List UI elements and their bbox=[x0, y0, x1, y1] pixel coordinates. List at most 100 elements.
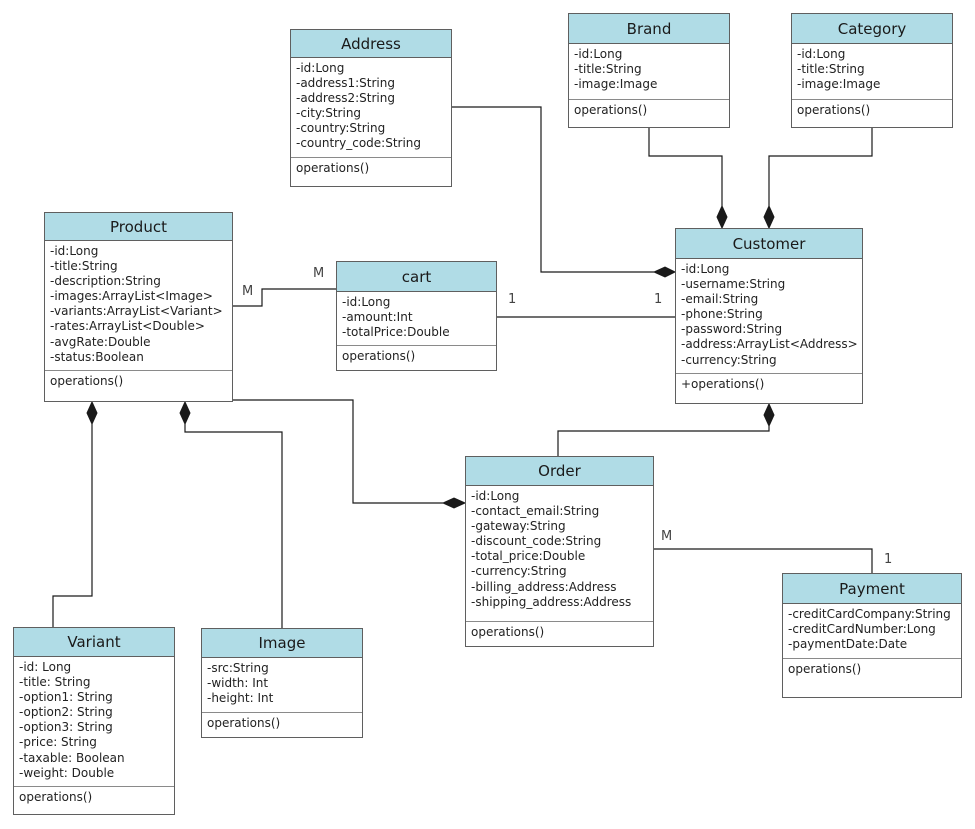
class-order-attribute: -currency:String bbox=[471, 564, 567, 579]
class-product-attribute: -id:Long bbox=[50, 244, 99, 258]
class-variant-attribute: -taxable: Boolean bbox=[19, 750, 125, 765]
class-category-attribute: -image:Image bbox=[797, 77, 881, 92]
class-product-attribute: -avgRate:Double bbox=[50, 334, 151, 349]
class-address-attribute: -id:Long bbox=[296, 61, 345, 75]
class-customer-attribute: -id:Long bbox=[681, 262, 730, 276]
class-cart-attribute: -totalPrice:Double bbox=[342, 325, 450, 340]
category-customer-composition bbox=[768, 128, 873, 206]
class-order-attribute: -shipping_address:Address bbox=[471, 594, 632, 609]
class-product-attribute: -images:ArrayList<Image> bbox=[50, 289, 213, 304]
class-cart[interactable]: cart -id:Long -amount:Int -totalPrice:Do… bbox=[336, 261, 497, 371]
class-product[interactable]: Product -id:Long -title:String -descript… bbox=[44, 212, 233, 402]
class-payment-attributes: -creditCardCompany:String -creditCardNum… bbox=[783, 604, 961, 659]
class-customer-attribute: -username:String bbox=[681, 277, 786, 292]
class-product-attribute: -description:String bbox=[50, 274, 161, 289]
class-category-operations: operations() bbox=[797, 103, 871, 117]
class-customer-attributes: -id:Long -username:String -email:String … bbox=[676, 259, 862, 374]
class-payment-attribute: -creditCardCompany:String bbox=[788, 607, 951, 621]
class-payment-operations: operations() bbox=[788, 662, 862, 676]
address-composition-diamond bbox=[652, 266, 677, 278]
class-cart-attributes: -id:Long -amount:Int -totalPrice:Double bbox=[337, 292, 496, 346]
class-order-operations: operations() bbox=[471, 625, 545, 639]
class-order-attribute: -contact_email:String bbox=[471, 504, 600, 519]
class-product-attributes: -id:Long -title:String -description:Stri… bbox=[45, 241, 232, 371]
class-image-name: Image bbox=[202, 629, 362, 658]
class-image-attributes: -src:String -width: Int -height: Int bbox=[202, 658, 362, 713]
class-customer-attribute: -password:String bbox=[681, 322, 783, 337]
class-image-attribute: -src:String bbox=[207, 661, 269, 675]
class-product-name: Product bbox=[45, 213, 232, 241]
class-order-attributes: -id:Long -contact_email:String -gateway:… bbox=[466, 486, 653, 622]
class-address-attributes: -id:Long -address1:String -address2:Stri… bbox=[291, 58, 451, 158]
class-order-attribute: -total_price:Double bbox=[471, 549, 586, 564]
class-cart-attribute: -amount:Int bbox=[342, 310, 413, 325]
product-variant-composition bbox=[52, 424, 93, 627]
multiplicity-order-payment-order-end: M bbox=[661, 529, 673, 544]
class-customer-name: Customer bbox=[676, 229, 862, 259]
class-product-attribute: -variants:ArrayList<Variant> bbox=[50, 304, 223, 319]
brand-customer-composition bbox=[648, 128, 723, 206]
multiplicity-cart-customer-customer-end: 1 bbox=[654, 292, 663, 307]
class-address-attribute: -city:String bbox=[296, 106, 362, 121]
product-image-composition bbox=[184, 424, 283, 628]
class-customer-attribute: -currency:String bbox=[681, 352, 777, 367]
class-cart-name: cart bbox=[337, 262, 496, 292]
class-variant-attribute: -option1: String bbox=[19, 690, 113, 705]
class-address-attribute: -country_code:String bbox=[296, 136, 422, 151]
multiplicity-product-cart-cart-end: M bbox=[313, 266, 325, 281]
class-variant-attribute: -title: String bbox=[19, 675, 91, 690]
multiplicity-cart-customer-cart-end: 1 bbox=[508, 292, 517, 307]
class-customer[interactable]: Customer -id:Long -username:String -emai… bbox=[675, 228, 863, 404]
class-customer-operations: +operations() bbox=[681, 377, 765, 391]
class-brand-operations: operations() bbox=[574, 103, 648, 117]
class-order-attribute: -gateway:String bbox=[471, 519, 566, 534]
product-order-composition-diamond bbox=[441, 497, 467, 509]
class-category-name: Category bbox=[792, 14, 952, 44]
product-variant-composition-diamond bbox=[86, 400, 98, 426]
product-image-composition-diamond bbox=[179, 400, 191, 426]
class-product-attribute: -status:Boolean bbox=[50, 349, 144, 364]
class-variant-attribute: -option3: String bbox=[19, 720, 113, 735]
class-brand-attribute: -image:Image bbox=[574, 77, 658, 92]
order-payment-association bbox=[654, 548, 873, 573]
class-variant-attribute: -option2: String bbox=[19, 705, 113, 720]
class-order-name: Order bbox=[466, 457, 653, 486]
class-variant-name: Variant bbox=[14, 628, 174, 657]
class-product-operations: operations() bbox=[50, 374, 124, 388]
class-variant-operations: operations() bbox=[19, 790, 93, 804]
class-order-attribute: -id:Long bbox=[471, 489, 520, 503]
class-product-attribute: -title:String bbox=[50, 259, 118, 274]
multiplicity-product-cart-product-end: M bbox=[242, 284, 254, 299]
class-category[interactable]: Category -id:Long -title:String -image:I… bbox=[791, 13, 953, 128]
class-address-operations: operations() bbox=[296, 161, 370, 175]
class-category-attribute: -title:String bbox=[797, 62, 865, 77]
product-cart-association bbox=[233, 288, 336, 307]
customer-order-composition-diamond bbox=[763, 402, 775, 428]
class-product-attribute: -rates:ArrayList<Double> bbox=[50, 319, 205, 334]
class-address-attribute: -country:String bbox=[296, 121, 386, 136]
brand-composition-diamond bbox=[716, 204, 728, 230]
class-payment[interactable]: Payment -creditCardCompany:String -credi… bbox=[782, 573, 962, 698]
class-payment-attribute: -paymentDate:Date bbox=[788, 637, 908, 652]
class-cart-operations: operations() bbox=[342, 349, 416, 363]
class-order[interactable]: Order -id:Long -contact_email:String -ga… bbox=[465, 456, 654, 647]
class-payment-attribute: -creditCardNumber:Long bbox=[788, 622, 936, 637]
class-brand-attributes: -id:Long -title:String -image:Image bbox=[569, 44, 729, 100]
class-image[interactable]: Image -src:String -width: Int -height: I… bbox=[201, 628, 363, 738]
class-customer-attribute: -address:ArrayList<Address> bbox=[681, 337, 858, 352]
class-brand[interactable]: Brand -id:Long -title:String -image:Imag… bbox=[568, 13, 730, 128]
class-cart-attribute: -id:Long bbox=[342, 295, 391, 309]
class-order-attribute: -discount_code:String bbox=[471, 534, 602, 549]
multiplicity-order-payment-payment-end: 1 bbox=[884, 552, 893, 567]
class-image-attribute: -height: Int bbox=[207, 691, 274, 706]
category-composition-diamond bbox=[763, 204, 775, 230]
class-brand-name: Brand bbox=[569, 14, 729, 44]
class-customer-attribute: -phone:String bbox=[681, 307, 763, 322]
class-category-attributes: -id:Long -title:String -image:Image bbox=[792, 44, 952, 100]
class-variant[interactable]: Variant -id: Long -title: String -option… bbox=[13, 627, 175, 815]
class-order-attribute: -billing_address:Address bbox=[471, 579, 617, 594]
class-address[interactable]: Address -id:Long -address1:String -addre… bbox=[290, 29, 452, 187]
class-address-attribute: -address1:String bbox=[296, 76, 395, 91]
class-variant-attributes: -id: Long -title: String -option1: Strin… bbox=[14, 657, 174, 787]
